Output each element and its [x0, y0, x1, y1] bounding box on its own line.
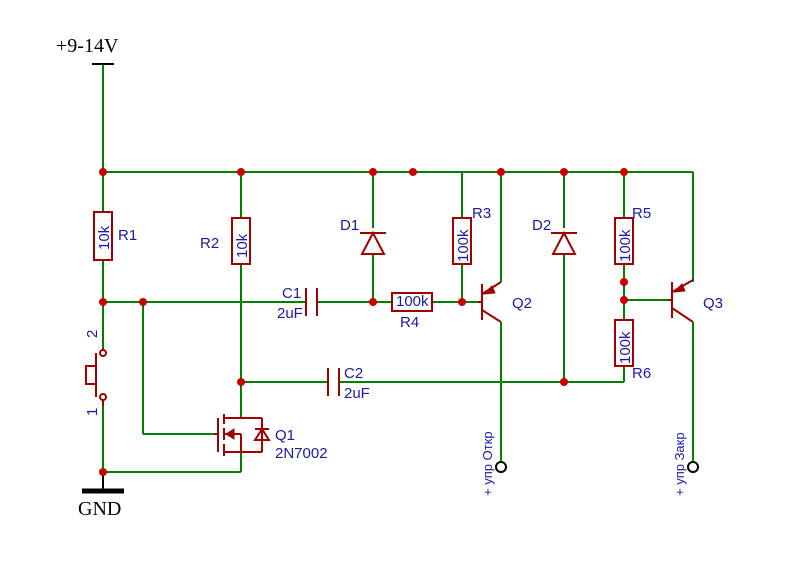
q1-value: 2N7002: [275, 445, 328, 462]
r2-name: R2: [200, 235, 219, 252]
q3-name: Q3: [703, 295, 723, 312]
output-open-label: + упр Откр: [480, 431, 495, 496]
diode-d1: [360, 230, 386, 255]
resistor-r1: [93, 211, 113, 261]
r3-name: R3: [472, 205, 491, 222]
capacitor-c1: [305, 288, 318, 316]
transistor-q3: [668, 279, 694, 323]
junctions: [99, 168, 628, 476]
resistor-r4: [391, 292, 433, 312]
wires: [102, 64, 694, 490]
r5-name: R5: [632, 205, 651, 222]
diode-d2: [551, 230, 577, 255]
resistor-r5: [614, 217, 634, 265]
r2-value: 10k: [234, 233, 251, 258]
r1-name: R1: [118, 227, 137, 244]
resistor-r3: [452, 217, 472, 265]
resistor-r6: [614, 319, 634, 367]
mosfet-q1: [214, 414, 271, 456]
r6-name: R6: [632, 365, 651, 382]
r4-value: 100k: [396, 293, 429, 310]
q2-name: Q2: [512, 295, 532, 312]
power-label: +9-14V: [56, 35, 119, 57]
switch-pin2: 2: [84, 330, 101, 338]
capacitor-c2: [327, 368, 340, 396]
ground-label: GND: [78, 498, 121, 520]
c1-name: C1: [282, 285, 301, 302]
output-terminal-open: [495, 461, 507, 473]
r6-value: 100k: [617, 331, 634, 364]
transistor-q2: [478, 281, 502, 323]
push-button-switch: [85, 348, 107, 406]
c2-value: 2uF: [344, 385, 370, 402]
c2-name: C2: [344, 365, 363, 382]
r4-name: R4: [400, 314, 419, 331]
switch-pin1: 1: [84, 408, 101, 416]
c1-value: 2uF: [277, 305, 303, 322]
q1-name: Q1: [275, 427, 295, 444]
d1-name: D1: [340, 217, 359, 234]
resistor-r2: [231, 217, 251, 265]
d2-name: D2: [532, 217, 551, 234]
output-close-label: + упр Закр: [672, 432, 687, 496]
r5-value: 100k: [617, 229, 634, 262]
r3-value: 100k: [455, 229, 472, 262]
output-terminal-close: [687, 461, 699, 473]
r1-value: 10k: [96, 225, 113, 250]
